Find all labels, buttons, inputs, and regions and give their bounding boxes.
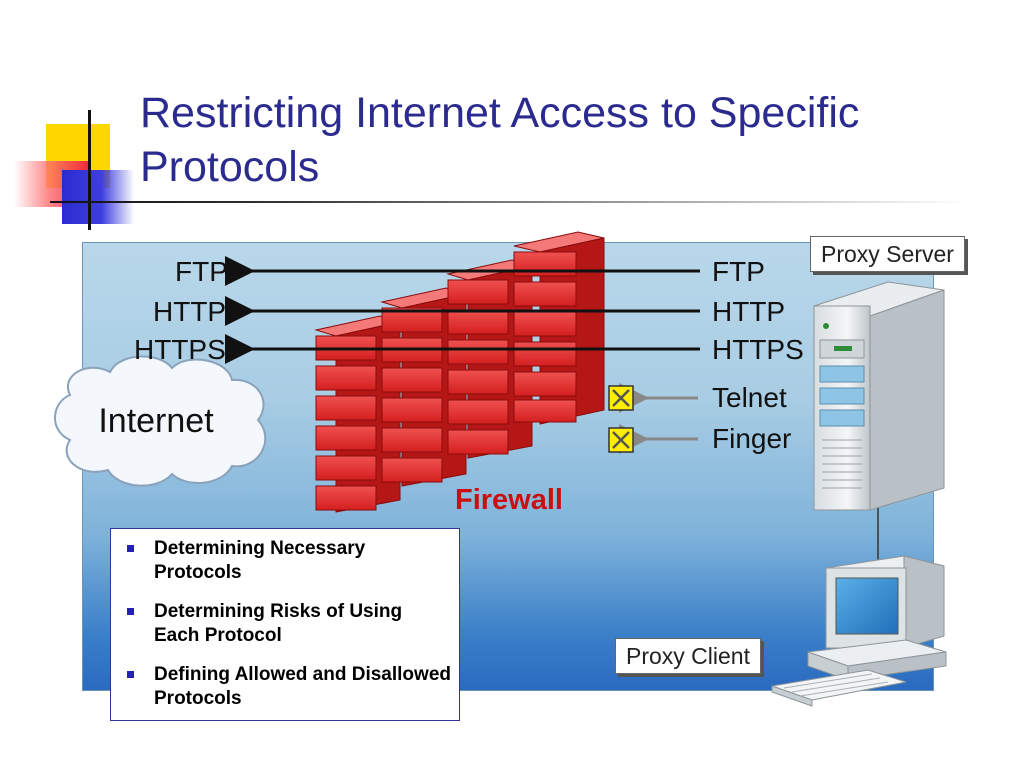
decor-vertical-line [88, 110, 91, 230]
left-protocol-http: HTTP [153, 296, 227, 327]
internet-label: Internet [98, 402, 214, 440]
right-protocol-telnet: Telnet [712, 382, 787, 413]
internet-cloud [54, 355, 267, 487]
bullet-item: Determining Necessary Protocols [127, 537, 451, 585]
right-protocol-finger: Finger [712, 423, 792, 454]
slide-title-line-1: Restricting Internet Access to Specific [140, 89, 860, 137]
firewall-wall [314, 231, 605, 513]
right-protocol-https: HTTPS [712, 334, 804, 365]
brick-stack-4 [513, 231, 605, 425]
decor-blue-square [62, 170, 134, 224]
firewall-label: Firewall [455, 484, 563, 516]
bullet-item: Determining Risks of Using Each Protocol [127, 600, 451, 648]
bullet-list: Determining Necessary Protocols Determin… [111, 529, 459, 711]
title-underline [50, 201, 970, 203]
slide-title: Restricting Internet Access to Specific … [140, 86, 980, 194]
proxy-server-label: Proxy Server [810, 236, 965, 272]
right-protocol-http: HTTP [712, 296, 786, 327]
right-protocol-ftp: FTP [712, 256, 765, 287]
blocked-x-icon [608, 385, 634, 411]
left-protocol-https: HTTPS [134, 334, 226, 365]
blocked-x-icon [608, 427, 634, 453]
computer-icon [771, 555, 947, 707]
bullet-list-box: Determining Necessary Protocols Determin… [110, 528, 460, 721]
slide-title-line-2: Protocols [140, 143, 320, 191]
proxy-client-label: Proxy Client [615, 638, 761, 674]
bullet-item: Defining Allowed and Disallowed Protocol… [127, 663, 451, 711]
left-protocol-ftp: FTP [175, 256, 228, 287]
server-icon [813, 281, 945, 511]
